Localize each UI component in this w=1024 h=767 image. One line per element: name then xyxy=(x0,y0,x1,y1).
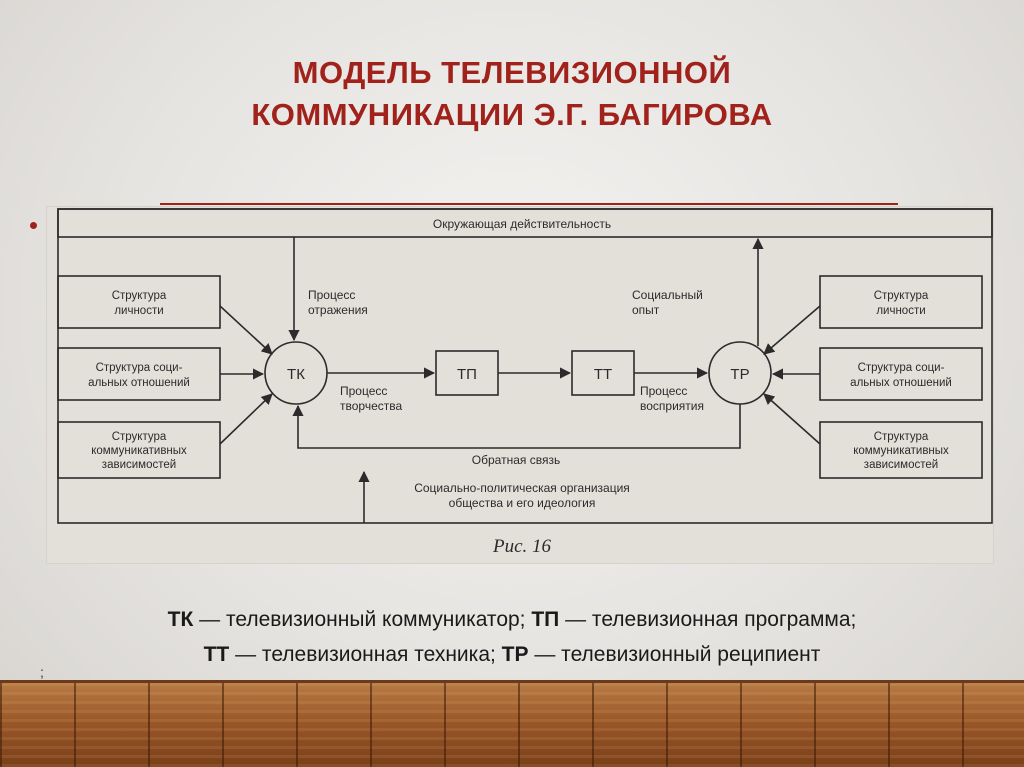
legend-tk-text: — телевизионный коммуникатор; xyxy=(193,608,532,631)
perception-label-l2: восприятия xyxy=(640,399,704,413)
legend-line-2: ТТ — телевизионная техника; ТР — телевиз… xyxy=(0,643,1024,667)
node-tt-label: ТТ xyxy=(594,366,612,383)
title-line-2: КОММУНИКАЦИИ Э.Г. БАГИРОВА xyxy=(251,97,773,132)
creativity-label-l2: творчества xyxy=(340,399,402,413)
organization-label-l2: общества и его идеология xyxy=(449,496,596,510)
organization-label-l1: Социально-политическая организация xyxy=(414,481,630,495)
legend-tr-text: — телевизионный реципиент xyxy=(528,643,821,666)
node-tr-label: ТР xyxy=(730,366,749,383)
arrow-left-communicative-tk xyxy=(219,393,273,445)
right-box-communicative-l1: Структура xyxy=(874,431,929,443)
top-box-label: Окружающая действительность xyxy=(433,217,611,231)
diagram-figure: Окружающая действительность Структура ли… xyxy=(46,206,994,564)
diagram-svg: Окружающая действительность Структура ли… xyxy=(57,208,993,557)
reflection-label-l2: отражения xyxy=(308,303,368,317)
feedback-label: Обратная связь xyxy=(472,453,560,467)
right-box-social-relations-l1: Структура соци- xyxy=(858,362,945,374)
wooden-floor xyxy=(0,683,1024,767)
right-box-communicative-l3: зависимостей xyxy=(864,459,938,471)
right-box-personality-l1: Структура xyxy=(874,290,929,302)
stray-semicolon: ; xyxy=(40,664,44,680)
right-box-social-relations xyxy=(819,347,983,401)
legend-tp-abbr: ТП xyxy=(531,608,560,631)
top-box xyxy=(57,208,993,238)
outer-frame xyxy=(57,208,993,524)
left-box-communicative xyxy=(57,421,221,479)
feedback-loop xyxy=(292,404,741,449)
node-tk-label: ТК xyxy=(287,366,305,383)
left-box-personality-l1: Структура xyxy=(112,290,167,302)
legend-line-1: ТК — телевизионный коммуникатор; ТП — те… xyxy=(0,608,1024,632)
floor-edge xyxy=(0,680,1024,684)
left-box-communicative-l1: Структура xyxy=(112,431,167,443)
left-box-social-relations-l2: альных отношений xyxy=(88,377,190,389)
left-box-social-relations-l1: Структура соци- xyxy=(96,362,183,374)
left-box-personality-l2: личности xyxy=(114,305,163,317)
left-box-communicative-l2: коммуникативных xyxy=(91,445,187,457)
legend-tt-abbr: ТТ xyxy=(203,643,230,666)
left-box-personality xyxy=(57,275,221,329)
arrow-left-personality-tk xyxy=(219,305,273,355)
legend-tr-abbr: ТР xyxy=(501,643,529,666)
left-box-social-relations xyxy=(57,347,221,401)
figure-caption: Рис. 16 xyxy=(492,536,552,557)
slide-title: МОДЕЛЬ ТЕЛЕВИЗИОННОЙ КОММУНИКАЦИИ Э.Г. Б… xyxy=(150,52,874,136)
creativity-label-l1: Процесс xyxy=(340,384,387,398)
right-box-personality-l2: личности xyxy=(876,305,925,317)
node-tp-label: ТП xyxy=(457,366,477,383)
social-experience-label-l2: опыт xyxy=(632,303,660,317)
right-box-social-relations-l2: альных отношений xyxy=(850,377,952,389)
title-line-1: МОДЕЛЬ ТЕЛЕВИЗИОННОЙ xyxy=(292,55,732,90)
perception-label-l1: Процесс xyxy=(640,384,687,398)
legend-tt-text: — телевизионная техника; xyxy=(229,643,502,666)
legend-tk-abbr: ТК xyxy=(167,608,194,631)
right-box-communicative xyxy=(819,421,983,479)
arrow-right-communicative-tr xyxy=(763,393,821,445)
arrow-right-personality-tr xyxy=(763,305,821,355)
left-box-communicative-l3: зависимостей xyxy=(102,459,176,471)
right-box-communicative-l2: коммуникативных xyxy=(853,445,949,457)
bullet-dot xyxy=(30,222,37,229)
reflection-label-l1: Процесс xyxy=(308,288,355,302)
social-experience-label-l1: Социальный xyxy=(632,288,703,302)
right-box-personality xyxy=(819,275,983,329)
legend-tp-text: — телевизионная программа; xyxy=(559,608,857,631)
title-underline xyxy=(160,203,898,205)
